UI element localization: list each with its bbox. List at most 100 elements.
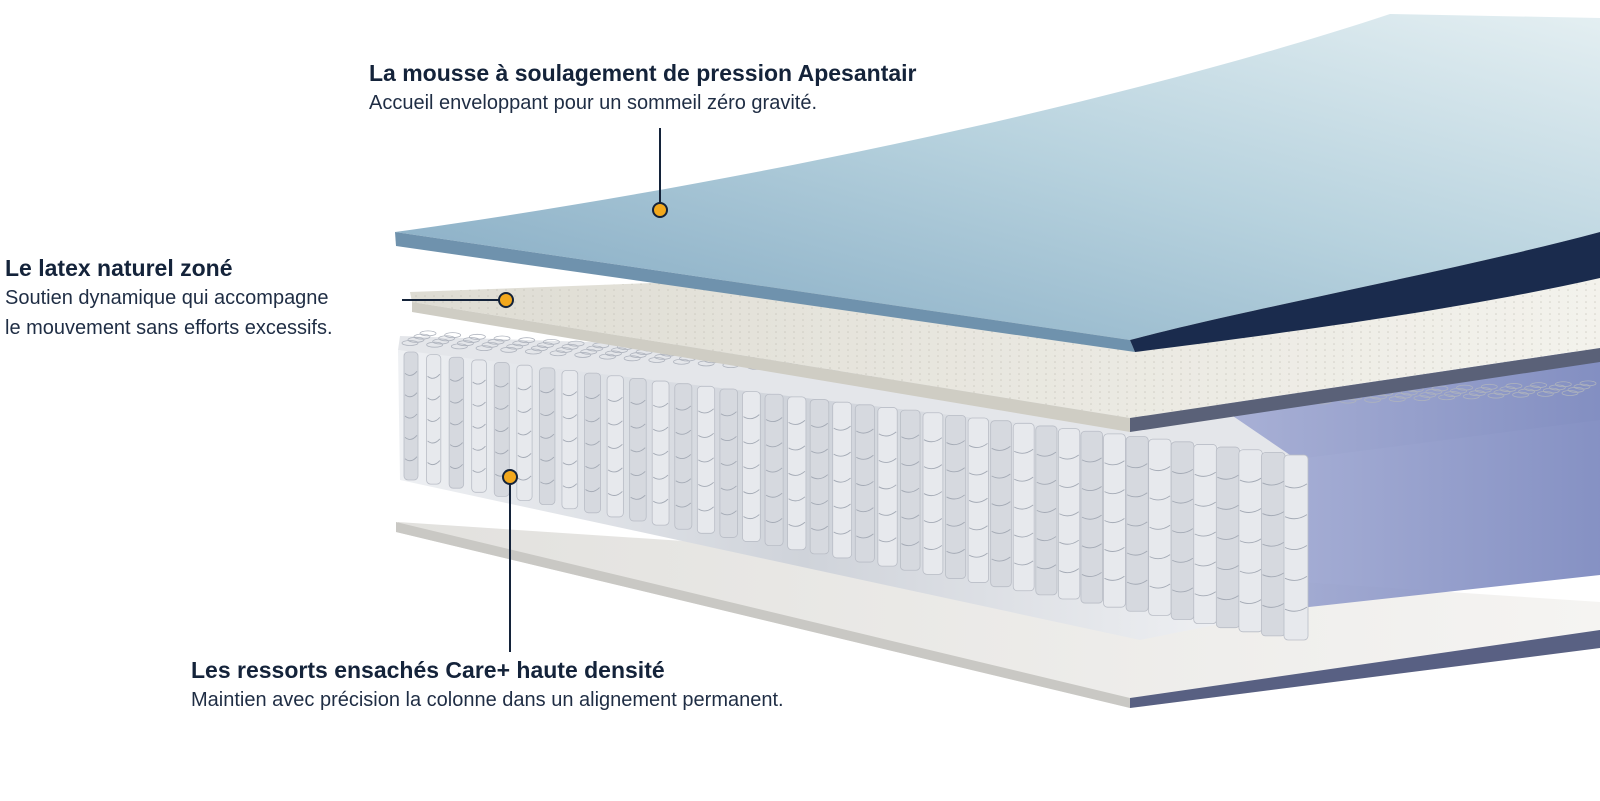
spring-coil	[1239, 508, 1262, 513]
spring-coil	[427, 395, 441, 401]
spring-coil	[630, 494, 646, 500]
spring-column	[922, 412, 944, 575]
spring-coil	[788, 445, 806, 451]
spring-top-coil	[407, 336, 425, 343]
callout-memory-foam: La mousse à soulagement de pression Apes…	[369, 58, 1069, 118]
callout-title-memory-foam: La mousse à soulagement de pression Apes…	[369, 60, 917, 86]
spring-coil	[856, 507, 874, 513]
callout-title-pocket-springs: Les ressorts ensachés Care+ haute densit…	[191, 657, 665, 683]
spring-coil	[585, 394, 600, 399]
spring-coil	[1239, 538, 1262, 544]
spring-top-coil	[605, 350, 622, 357]
spring-coil	[449, 464, 463, 469]
spring-coil	[1081, 572, 1102, 577]
spring-coil	[1126, 579, 1148, 585]
spring-coil	[946, 467, 965, 473]
spring-coil	[1239, 599, 1262, 604]
spring-coil	[1104, 518, 1125, 524]
spring-coil	[1262, 511, 1285, 517]
spring-coil	[1126, 521, 1148, 527]
spring-column	[674, 383, 693, 530]
spring-top-coil	[1487, 392, 1505, 399]
spring-coil	[1081, 457, 1102, 463]
spring-coil	[698, 457, 714, 463]
spring-columns	[403, 351, 1309, 641]
spring-coil	[1014, 532, 1034, 538]
spring-coil	[630, 471, 646, 476]
spring-coil	[1059, 511, 1080, 517]
spring-top-coil	[1530, 382, 1548, 389]
spring-coil	[607, 396, 623, 402]
spring-coil	[494, 404, 509, 410]
spring-top-coil	[426, 341, 444, 348]
spring-coil	[427, 417, 441, 422]
spring-coil	[1149, 524, 1171, 530]
spring-column	[1148, 438, 1172, 616]
callout-description-pocket-springs: Maintien avec précision la colonne dans …	[191, 689, 784, 711]
spring-top-coil	[500, 346, 518, 353]
spring-column	[787, 396, 807, 551]
spring-coil	[968, 443, 988, 448]
spring-coil	[607, 491, 623, 496]
spring-column	[809, 399, 830, 555]
pocket-spring-core	[398, 330, 1600, 641]
spring-top-coil	[1573, 383, 1591, 390]
spring-coil	[743, 414, 760, 420]
spring-top-coil	[1364, 396, 1381, 403]
spring-top-coil	[1548, 384, 1566, 391]
spring-top-coil	[574, 352, 592, 358]
spring-coil	[1081, 514, 1102, 520]
spring-top-coil	[1536, 390, 1554, 397]
spring-coil	[472, 401, 486, 407]
spring-coil	[1217, 504, 1239, 510]
spring-coil	[810, 500, 829, 505]
spring-coil	[652, 474, 669, 480]
spring-coil	[788, 496, 806, 502]
spring-coil	[630, 447, 646, 453]
spring-top-coil	[673, 358, 690, 365]
spring-coil	[991, 556, 1011, 562]
spring-coil	[946, 548, 965, 554]
spring-column	[990, 420, 1012, 588]
spring-coil	[1036, 451, 1057, 457]
spring-column	[854, 404, 875, 563]
spring-coil	[1149, 466, 1171, 472]
spring-coil	[991, 445, 1011, 451]
spring-coil	[540, 456, 555, 462]
spring-top-coil	[1425, 388, 1443, 395]
spring-coil	[991, 501, 1011, 507]
spring-coil	[404, 456, 418, 462]
spring-coil	[1284, 545, 1308, 551]
spring-top-coil	[629, 352, 647, 359]
spring-coil	[1126, 550, 1148, 556]
spring-coil	[1081, 543, 1102, 549]
spring-top-coil	[1450, 387, 1467, 394]
spring-coil	[1149, 583, 1171, 589]
spring-coil	[1149, 495, 1171, 501]
spring-column	[1283, 454, 1309, 641]
spring-coil	[562, 460, 578, 466]
spring-coil	[517, 453, 532, 458]
spring-coil	[833, 529, 851, 535]
spring-coil	[1014, 448, 1034, 454]
spring-coil	[1284, 575, 1308, 581]
spring-coil	[698, 408, 714, 414]
spring-top-coil	[450, 343, 468, 350]
spring-coil	[720, 411, 737, 417]
spring-coil	[1217, 565, 1239, 570]
spring-coil	[540, 479, 555, 485]
spring-coil	[517, 475, 532, 481]
spring-coil	[743, 464, 760, 470]
spring-coil	[968, 497, 988, 503]
spring-coil	[675, 429, 692, 435]
spring-coil	[1126, 492, 1148, 498]
spring-top-coil	[654, 353, 672, 360]
spring-column	[1057, 428, 1081, 600]
callout-description-latex: Soutien dynamique qui accompagne le mouv…	[5, 287, 333, 339]
spring-coil	[1284, 606, 1308, 612]
spring-top-coil	[1468, 390, 1486, 397]
spring-top-coil	[456, 340, 474, 347]
spring-coil	[743, 439, 760, 445]
spring-top-coil	[1394, 392, 1412, 399]
spring-top-coil	[444, 332, 462, 339]
